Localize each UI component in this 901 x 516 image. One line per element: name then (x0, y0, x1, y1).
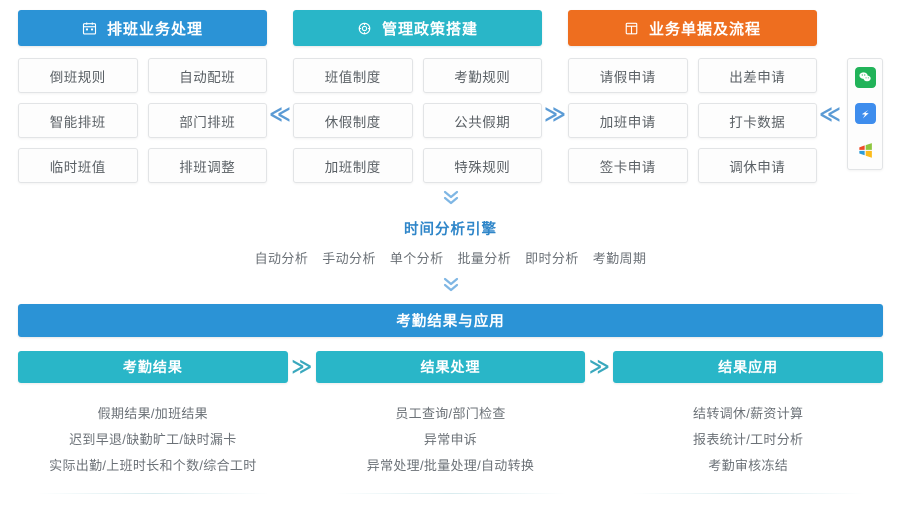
column-title-policy: 管理政策搭建 (381, 20, 478, 38)
engine-tag-manual[interactable]: 手动分析 (322, 251, 376, 266)
stage-line: 异常处理/批量处理/自动转换 (366, 458, 535, 473)
stage-line: 异常申诉 (423, 432, 478, 447)
column-policy: 管理政策搭建 班值制度 考勤规则 休假制度 公共假期 加班制度 特殊规则 (293, 10, 542, 183)
tile-zidong-peiban[interactable]: 自动配班 (147, 58, 267, 93)
chevron-down-icon-bottom (0, 276, 901, 296)
stage-line: 假期结果/加班结果 (97, 406, 208, 421)
chevron-down-icon-top (440, 190, 462, 211)
stage-header-attendance-result[interactable]: 考勤结果 (18, 351, 288, 383)
tile-gonggong-jiaqi[interactable]: 公共假期 (422, 103, 542, 138)
stage-header-result-processing[interactable]: 结果处理 (315, 351, 586, 383)
stage-underline (36, 493, 269, 494)
column-header-policy[interactable]: 管理政策搭建 (293, 10, 542, 46)
tile-daoban-guize[interactable]: 倒班规则 (18, 58, 138, 93)
tile-bumen-paiban[interactable]: 部门排班 (147, 103, 267, 138)
tile-zhineng-paiban[interactable]: 智能排班 (18, 103, 138, 138)
form-document-icon (624, 20, 640, 36)
stage-result-application: 结果应用 结转调休/薪资计算 报表统计/工时分析 考勤审核冻结 (613, 351, 884, 494)
tile-daka-shuju[interactable]: 打卡数据 (697, 103, 817, 138)
tile-grid-scheduling: 倒班规则 自动配班 智能排班 部门排班 临时班值 排班调整 (18, 58, 267, 183)
stage-attendance-result: 考勤结果 假期结果/加班结果 迟到早退/缺勤旷工/缺时漏卡 实际出勤/上班时长和… (18, 351, 288, 494)
tile-grid-policy: 班值制度 考勤规则 休假制度 公共假期 加班制度 特殊规则 (293, 58, 542, 183)
result-bar[interactable]: 考勤结果与应用 (18, 304, 883, 337)
stage-line: 员工查询/部门检查 (395, 406, 506, 421)
stage-header-result-application[interactable]: 结果应用 (613, 351, 884, 383)
app-source-rail (847, 58, 883, 170)
stages-region: 考勤结果 假期结果/加班结果 迟到早退/缺勤旷工/缺时漏卡 实际出勤/上班时长和… (0, 351, 901, 494)
engine-tag-batch[interactable]: 批量分析 (457, 251, 512, 266)
separator-left-1: ≪ (269, 103, 291, 126)
stage-line: 结转调休/薪资计算 (693, 406, 804, 421)
stage-underline (632, 493, 865, 494)
tile-qingjia-shenqing[interactable]: 请假申请 (568, 58, 688, 93)
tile-teshu-guize[interactable]: 特殊规则 (422, 148, 542, 183)
windows-icon[interactable] (855, 140, 876, 161)
tile-grid-documents: 请假申请 出差申请 加班申请 打卡数据 签卡申请 调休申请 (568, 58, 817, 183)
tile-qianka-shenqing[interactable]: 签卡申请 (568, 148, 688, 183)
tile-chuchai-shenqing[interactable]: 出差申请 (697, 58, 817, 93)
tile-banzhi-zhidu[interactable]: 班值制度 (293, 58, 413, 93)
engine-title: 时间分析引擎 (404, 222, 497, 238)
column-title-scheduling: 排班业务处理 (106, 20, 203, 38)
tile-xiujia-zhidu[interactable]: 休假制度 (293, 103, 413, 138)
stage-lines-result-application: 结转调休/薪资计算 报表统计/工时分析 考勤审核冻结 (613, 401, 883, 479)
stage-lines-result-processing: 员工查询/部门检查 异常申诉 异常处理/批量处理/自动转换 (316, 401, 586, 479)
column-title-documents: 业务单据及流程 (648, 20, 761, 38)
stage-lines-attendance-result: 假期结果/加班结果 迟到早退/缺勤旷工/缺时漏卡 实际出勤/上班时长和个数/综合… (18, 401, 288, 479)
stage-separator-2: ≫ (588, 356, 610, 378)
result-bar-title: 考勤结果与应用 (396, 314, 505, 330)
column-header-scheduling[interactable]: 排班业务处理 (18, 10, 267, 46)
settings-gear-icon (357, 20, 373, 36)
tile-jiaban-shenqing[interactable]: 加班申请 (568, 103, 688, 138)
stage-separator-1: ≫ (291, 356, 313, 378)
stage-title-attendance-result: 考勤结果 (122, 359, 183, 375)
stage-title-result-application: 结果应用 (718, 359, 779, 375)
tile-paiban-tiaozheng[interactable]: 排班调整 (147, 148, 267, 183)
engine-tag-auto[interactable]: 自动分析 (254, 251, 309, 266)
tile-jiaban-zhidu[interactable]: 加班制度 (293, 148, 413, 183)
stage-line: 考勤审核冻结 (708, 458, 789, 473)
top-region: 排班业务处理 倒班规则 自动配班 智能排班 部门排班 临时班值 排班调整 ≪ 管… (0, 0, 901, 183)
engine-tag-single[interactable]: 单个分析 (389, 251, 444, 266)
separator-left-2: ≪ (819, 103, 841, 126)
dingtalk-icon[interactable] (854, 103, 876, 125)
tile-linshi-banzhi[interactable]: 临时班值 (18, 148, 138, 183)
wechat-icon[interactable] (854, 66, 876, 88)
column-header-documents[interactable]: 业务单据及流程 (568, 10, 817, 46)
engine-tag-realtime[interactable]: 即时分析 (525, 251, 579, 266)
stage-line: 报表统计/工时分析 (693, 432, 804, 447)
stage-result-processing: 结果处理 员工查询/部门检查 异常申诉 异常处理/批量处理/自动转换 (315, 351, 586, 494)
tile-tiaoxiu-shenqing[interactable]: 调休申请 (697, 148, 817, 183)
column-scheduling: 排班业务处理 倒班规则 自动配班 智能排班 部门排班 临时班值 排班调整 (18, 10, 267, 183)
stage-title-result-processing: 结果处理 (420, 359, 481, 375)
tile-kaoqin-guize[interactable]: 考勤规则 (422, 58, 542, 93)
time-analysis-engine: 时间分析引擎 自动分析 手动分析 单个分析 批量分析 即时分析 考勤周期 (0, 189, 901, 296)
calendar-icon (82, 20, 98, 36)
column-documents: 业务单据及流程 请假申请 出差申请 加班申请 打卡数据 签卡申请 调休申请 (568, 10, 817, 183)
stage-line: 迟到早退/缺勤旷工/缺时漏卡 (69, 432, 237, 447)
stage-line: 实际出勤/上班时长和个数/综合工时 (49, 458, 257, 473)
stage-underline (334, 493, 567, 494)
engine-tag-cycle[interactable]: 考勤周期 (592, 251, 647, 266)
engine-tag-list: 自动分析 手动分析 单个分析 批量分析 即时分析 考勤周期 (0, 248, 901, 267)
separator-right-1: ≫ (544, 103, 566, 126)
